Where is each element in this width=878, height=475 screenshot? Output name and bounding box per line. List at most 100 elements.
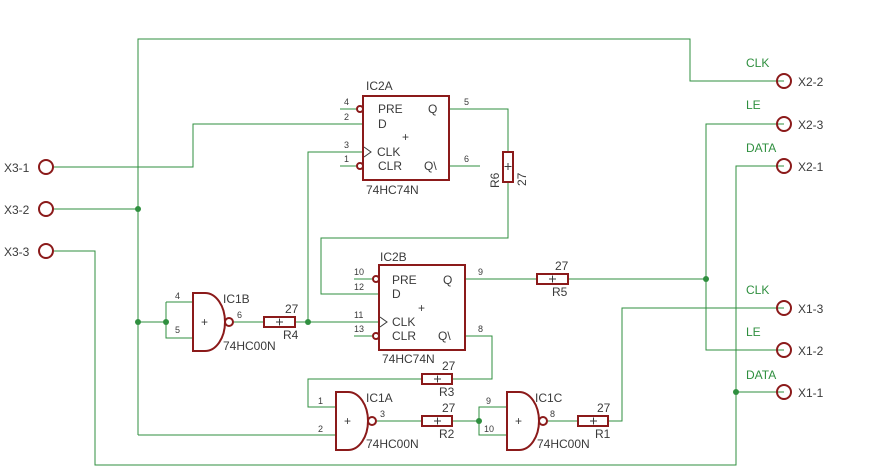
wire-r6-out [320, 182, 509, 295]
wire-ic2a-clk [307, 151, 363, 322]
ic2a-pin-qn: 6 [464, 154, 469, 164]
resistor-r2[interactable]: 27 R2 [421, 401, 456, 441]
r2-value: 27 [442, 401, 456, 415]
ic2b-pre-label: PRE [392, 273, 417, 287]
ic2b-pin-pre: 10 [354, 267, 364, 277]
connector-x3-1[interactable] [38, 159, 54, 175]
nand-gate-ic1b[interactable]: + IC1B 74HC00N 4 5 6 [175, 291, 276, 353]
label-x2-2: X2-2 [798, 75, 824, 89]
wire-ic1b-a [165, 302, 193, 339]
junction-ic1b-b [163, 319, 169, 325]
ic2a-pre-bubble [356, 105, 364, 113]
label-x3-3: X3-3 [4, 245, 30, 259]
net-labels: CLK LE DATA CLK LE DATA [746, 56, 776, 382]
flipflop-ic2a[interactable]: IC2A 74HC74N PRE D CLK CLR Q Q\ + 4 2 3 … [344, 79, 469, 197]
ic2b-clock-triangle [379, 316, 388, 328]
label-x1-2: X1-2 [798, 344, 824, 358]
ic2a-pin-pre: 4 [344, 97, 349, 107]
wire-r3-out [307, 378, 422, 408]
ic2a-qn-label: Q\ [424, 159, 437, 173]
connectors-left: X3-1 X3-2 X3-3 [4, 159, 54, 259]
ic1b-name: IC1B [223, 292, 250, 306]
junction-ic1b [135, 319, 141, 325]
nand-gate-ic1c[interactable]: + IC1C 74HC00N 9 10 8 [484, 391, 590, 451]
connector-x3-3[interactable] [38, 243, 54, 259]
ic2b-clk-label: CLK [392, 315, 415, 329]
ic2a-pin-d: 2 [344, 112, 349, 122]
ic2b-pre-bubble [372, 275, 380, 283]
ic2a-plus: + [402, 130, 409, 144]
junction-x3-2 [135, 206, 141, 212]
r2-name: R2 [439, 427, 455, 441]
connector-x2-1[interactable] [776, 158, 792, 174]
ic2b-pin-d: 12 [354, 282, 364, 292]
net-label-le-top: LE [746, 98, 761, 112]
ic2b-plus: + [418, 301, 425, 315]
net-label-le-bottom: LE [746, 325, 761, 339]
r3-name: R3 [439, 385, 455, 399]
junctions [135, 206, 739, 424]
ic2b-name: IC2B [380, 250, 407, 264]
ic1c-pin-a: 9 [486, 396, 491, 406]
ic1a-value: 74HC00N [366, 437, 419, 451]
resistor-r1[interactable]: 27 R1 [577, 401, 611, 441]
net-label-data-top: DATA [746, 141, 776, 155]
nand-gate-ic1a[interactable]: + IC1A 74HC00N 1 2 3 [318, 391, 419, 451]
r5-value: 27 [555, 259, 569, 273]
flipflop-ic2b[interactable]: IC2B 74HC74N PRE D CLK CLR Q Q\ + 10 12 … [354, 250, 483, 366]
connector-x2-2[interactable] [776, 73, 792, 89]
r3-value: 27 [442, 359, 456, 373]
ic2a-d-label: D [378, 117, 387, 131]
wire-x3-1 [54, 123, 363, 168]
ic1a-pin-y: 3 [380, 409, 385, 419]
ic1b-body [192, 292, 226, 352]
r4-body [263, 316, 296, 328]
junction-ic1c [476, 418, 482, 424]
connector-x1-2[interactable] [776, 342, 792, 358]
wire-x3-3 [54, 250, 784, 466]
ic2a-name: IC2A [366, 79, 393, 93]
ic2b-pin-q: 9 [478, 267, 483, 277]
ic1a-pin-b: 2 [318, 424, 323, 434]
wire-top-bus [137, 38, 784, 435]
ic1b-value: 74HC00N [223, 339, 276, 353]
label-x2-3: X2-3 [798, 118, 824, 132]
ic2b-q-label: Q [443, 273, 452, 287]
junction-data [733, 389, 739, 395]
ic1b-output-bubble [224, 317, 234, 327]
ic1c-value: 74HC00N [537, 437, 590, 451]
ic2a-clk-label: CLK [377, 145, 400, 159]
net-label-clk-top: CLK [746, 56, 769, 70]
resistor-r3[interactable]: 27 R3 [421, 359, 456, 399]
ic2b-pin-clk: 11 [354, 310, 363, 320]
resistor-r6[interactable]: R6 27 [488, 151, 529, 188]
r2-body [421, 415, 453, 427]
ic1a-body [335, 391, 369, 451]
ic2b-pin-clr: 13 [354, 324, 364, 334]
r1-body [577, 415, 609, 427]
ic1b-plus: + [201, 315, 208, 329]
connector-x1-3[interactable] [776, 300, 792, 316]
connector-x3-2[interactable] [38, 201, 54, 217]
wire-ic2b-qn [452, 335, 493, 380]
ic1c-name: IC1C [535, 391, 563, 405]
ic2a-clr-bubble [356, 162, 364, 170]
connector-x2-3[interactable] [776, 116, 792, 132]
label-x3-1: X3-1 [4, 161, 30, 175]
ic2b-value: 74HC74N [382, 352, 435, 366]
ic1a-output-bubble [367, 416, 377, 426]
resistor-r4[interactable]: 27 R4 [263, 302, 299, 342]
r5-body [536, 273, 569, 285]
junction-le [703, 276, 709, 282]
connector-x1-1[interactable] [776, 384, 792, 400]
ic1c-pin-b: 10 [484, 424, 494, 434]
ic1c-output-bubble [538, 416, 548, 426]
label-x3-2: X3-2 [4, 203, 30, 217]
wires [54, 38, 784, 466]
resistor-r5[interactable]: 27 R5 [536, 259, 569, 299]
ic2a-pre-label: PRE [378, 102, 403, 116]
r1-value: 27 [597, 401, 611, 415]
r6-body [502, 151, 514, 183]
ic2a-value: 74HC74N [366, 183, 419, 197]
